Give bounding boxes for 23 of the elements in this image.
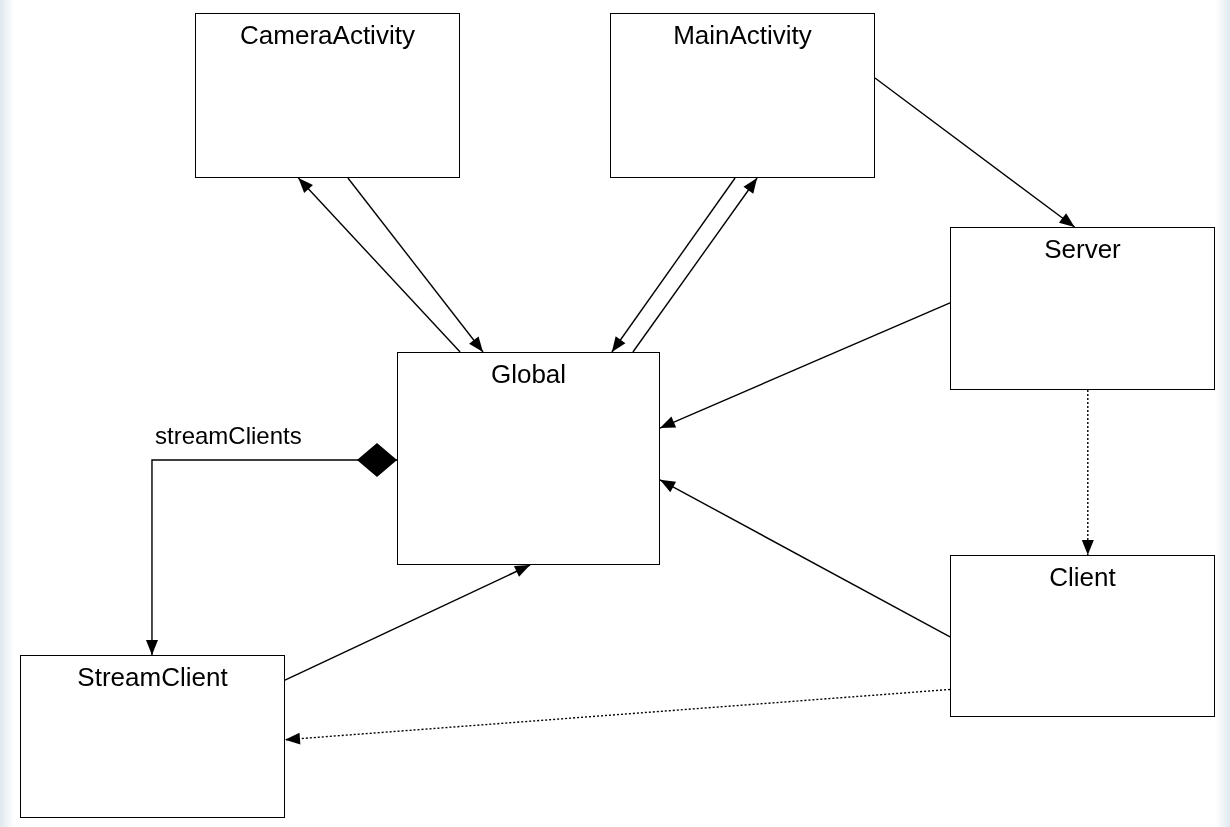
class-name: Global: [489, 359, 568, 390]
dependency-arrow: [1081, 389, 1094, 556]
composition-arrow: [145, 443, 398, 656]
arrow: [611, 177, 736, 353]
class-box: [950, 555, 1215, 717]
class-name: CameraActivity: [239, 20, 416, 51]
arrow: [284, 564, 531, 681]
class-box: [610, 13, 875, 178]
arrow: [347, 177, 484, 353]
class-box: [397, 352, 660, 565]
class-name: MainActivity: [672, 20, 813, 51]
dependency-arrow: [284, 688, 951, 745]
class-box: [950, 227, 1215, 390]
arrow: [659, 479, 951, 638]
class-name: StreamClient: [76, 662, 229, 693]
arrow: [659, 302, 951, 429]
class-name: Client: [1048, 562, 1117, 593]
arrow: [297, 177, 461, 353]
class-name: Server: [1043, 234, 1122, 265]
arrow: [632, 177, 758, 353]
class-box: [20, 655, 285, 818]
arrow: [874, 77, 1076, 228]
class-box: [195, 13, 460, 178]
